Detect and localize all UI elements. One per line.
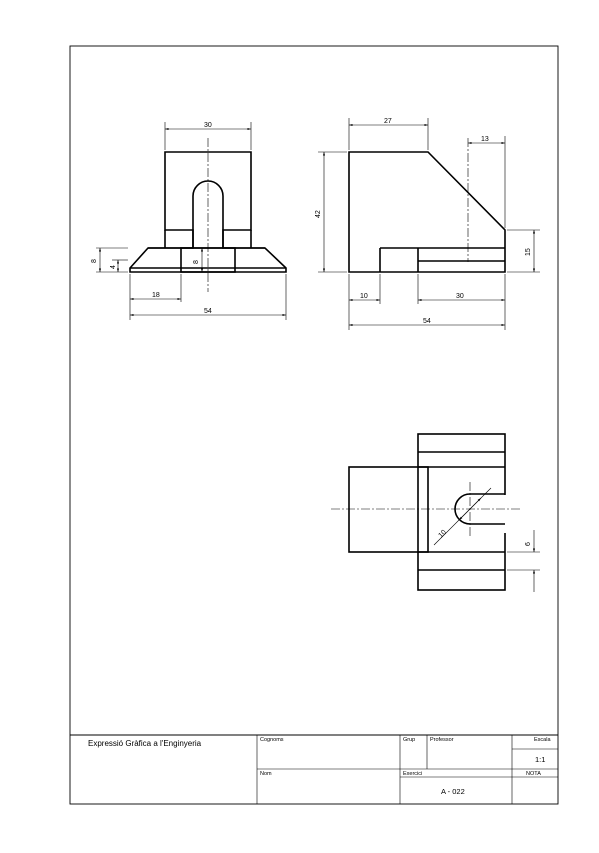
grade-label: NOTA [526,771,541,777]
name-label: Nom [260,771,272,777]
exercise-label: Exercici [403,771,422,777]
dim-side-step-height: 15 [525,248,532,256]
school-name: Expressió Gràfica a l'Enginyeria [88,739,202,748]
sheet-border [69,45,559,805]
dim-front-inner-height: 4 [110,265,117,269]
dim-side-chamfer-length: 13 [481,136,489,143]
top-view-dimensions: 10 6 [433,487,540,592]
front-view-dimensions: 30 8 4 8 18 54 [91,122,287,320]
professor-label: Professor [430,737,454,743]
dim-front-outer-height: 8 [91,259,98,263]
side-view [348,138,506,273]
dim-front-left-offset: 18 [152,292,160,299]
dim-front-total-width: 54 [204,308,212,315]
group-label: Grup [403,737,415,743]
dim-side-height: 42 [315,210,322,218]
dim-side-total-width: 54 [423,318,431,325]
front-view [129,138,287,292]
dim-front-top-width: 30 [204,122,212,129]
dim-top-radius: 10 [437,529,448,540]
side-view-dimensions: 27 13 42 15 10 30 54 [315,118,540,330]
scale-value: 1:1 [535,755,545,764]
scale-label: Escala [534,737,551,743]
dim-top-slot-height: 6 [525,542,532,546]
dim-side-top-length: 27 [384,118,392,125]
dim-front-slot-depth: 8 [193,260,200,264]
title-block: Expressió Gràfica a l'Enginyeria Cognoms… [70,734,558,804]
surname-label: Cognoms [260,737,284,743]
dim-side-left-gap: 10 [360,293,368,300]
top-view [331,433,520,591]
exercise-value: A - 022 [441,787,465,796]
dim-side-slot-length: 30 [456,293,464,300]
